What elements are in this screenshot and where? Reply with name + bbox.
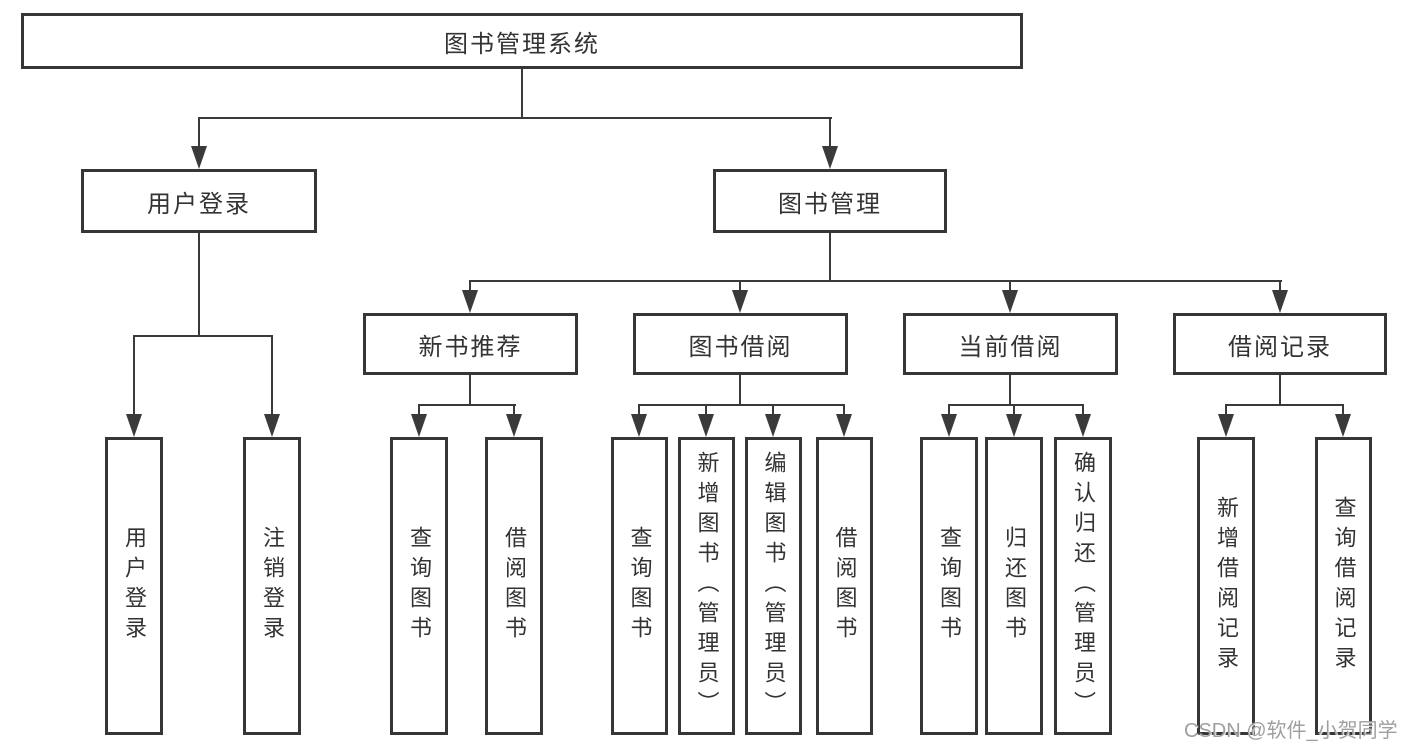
arrowhead-down-icon: [765, 414, 781, 437]
leaf-recommend-borrow-books: 借阅图书: [485, 437, 543, 735]
edge-recommendation-trunk: [469, 375, 471, 406]
edge-recommendation-rail: [418, 404, 516, 406]
edge-stub: [418, 404, 420, 414]
edge-borrowing-rail: [638, 404, 845, 406]
arrowhead-down-icon: [941, 414, 957, 437]
node-current-borrowing: 当前借阅: [903, 313, 1118, 375]
arrowhead-down-icon: [126, 414, 142, 437]
node-borrowing-records: 借阅记录: [1173, 313, 1387, 375]
leaf-borrow-add-books-admin: 新增图书（管理员）: [678, 437, 735, 735]
edge-stub: [513, 404, 515, 414]
edge-root-rail: [198, 117, 832, 119]
arrowhead-down-icon: [1075, 414, 1091, 437]
node-book-management: 图书管理: [713, 169, 947, 233]
edge-stub: [1009, 280, 1011, 290]
arrowhead-down-icon: [836, 414, 852, 437]
arrowhead-down-icon: [698, 414, 714, 437]
arrowhead-down-icon: [1006, 414, 1022, 437]
edge-records-trunk: [1279, 375, 1281, 406]
edge-user-login-rail: [133, 335, 273, 337]
edge-stub: [271, 335, 273, 414]
edge-book-management-trunk: [829, 233, 831, 282]
leaf-current-query-books: 查询图书: [920, 437, 978, 735]
csdn-watermark: CSDN @软件_小贺同学: [1184, 720, 1398, 742]
edge-stub: [1225, 404, 1227, 414]
leaf-recommend-query-books: 查询图书: [390, 437, 448, 735]
edge-stub: [198, 117, 200, 146]
arrowhead-down-icon: [1002, 290, 1018, 313]
edge-current-rail: [948, 404, 1084, 406]
leaf-borrow-edit-books-admin: 编辑图书（管理员）: [745, 437, 802, 735]
arrowhead-down-icon: [822, 146, 838, 169]
arrowhead-down-icon: [462, 290, 478, 313]
edge-records-rail: [1225, 404, 1344, 406]
arrowhead-down-icon: [1218, 414, 1234, 437]
node-user-login: 用户登录: [81, 169, 317, 233]
leaf-current-confirm-return-admin: 确认归还（管理员）: [1054, 437, 1112, 735]
arrowhead-down-icon: [191, 146, 207, 169]
leaf-borrow-borrow-books: 借阅图书: [816, 437, 873, 735]
edge-stub: [1082, 404, 1084, 414]
arrowhead-down-icon: [264, 414, 280, 437]
node-library-management-system: 图书管理系统: [21, 13, 1023, 69]
edge-stub: [638, 404, 640, 414]
edge-borrowing-trunk: [739, 375, 741, 406]
edge-stub: [948, 404, 950, 414]
edge-stub: [1279, 280, 1281, 290]
arrowhead-down-icon: [506, 414, 522, 437]
node-new-book-recommendation: 新书推荐: [363, 313, 578, 375]
edge-book-management-rail: [469, 280, 1282, 282]
edge-current-trunk: [1009, 375, 1011, 406]
edge-root-trunk: [521, 69, 523, 119]
arrowhead-down-icon: [1335, 414, 1351, 437]
edge-stub: [772, 404, 774, 414]
edge-stub: [1342, 404, 1344, 414]
leaf-records-add-borrow-record: 新增借阅记录: [1197, 437, 1255, 735]
arrowhead-down-icon: [732, 290, 748, 313]
node-book-borrowing: 图书借阅: [633, 313, 848, 375]
edge-stub: [829, 117, 831, 146]
edge-stub: [133, 335, 135, 414]
edge-user-login-trunk: [198, 233, 200, 337]
leaf-logout: 注销登录: [243, 437, 301, 735]
leaf-records-query-borrow-record: 查询借阅记录: [1315, 437, 1372, 735]
leaf-borrow-query-books: 查询图书: [611, 437, 668, 735]
edge-stub: [469, 280, 471, 290]
edge-stub: [705, 404, 707, 414]
edge-stub: [1013, 404, 1015, 414]
arrowhead-down-icon: [631, 414, 647, 437]
leaf-current-return-books: 归还图书: [985, 437, 1043, 735]
edge-stub: [843, 404, 845, 414]
arrowhead-down-icon: [1272, 290, 1288, 313]
arrowhead-down-icon: [411, 414, 427, 437]
leaf-user-login: 用户登录: [105, 437, 163, 735]
edge-stub: [739, 280, 741, 290]
